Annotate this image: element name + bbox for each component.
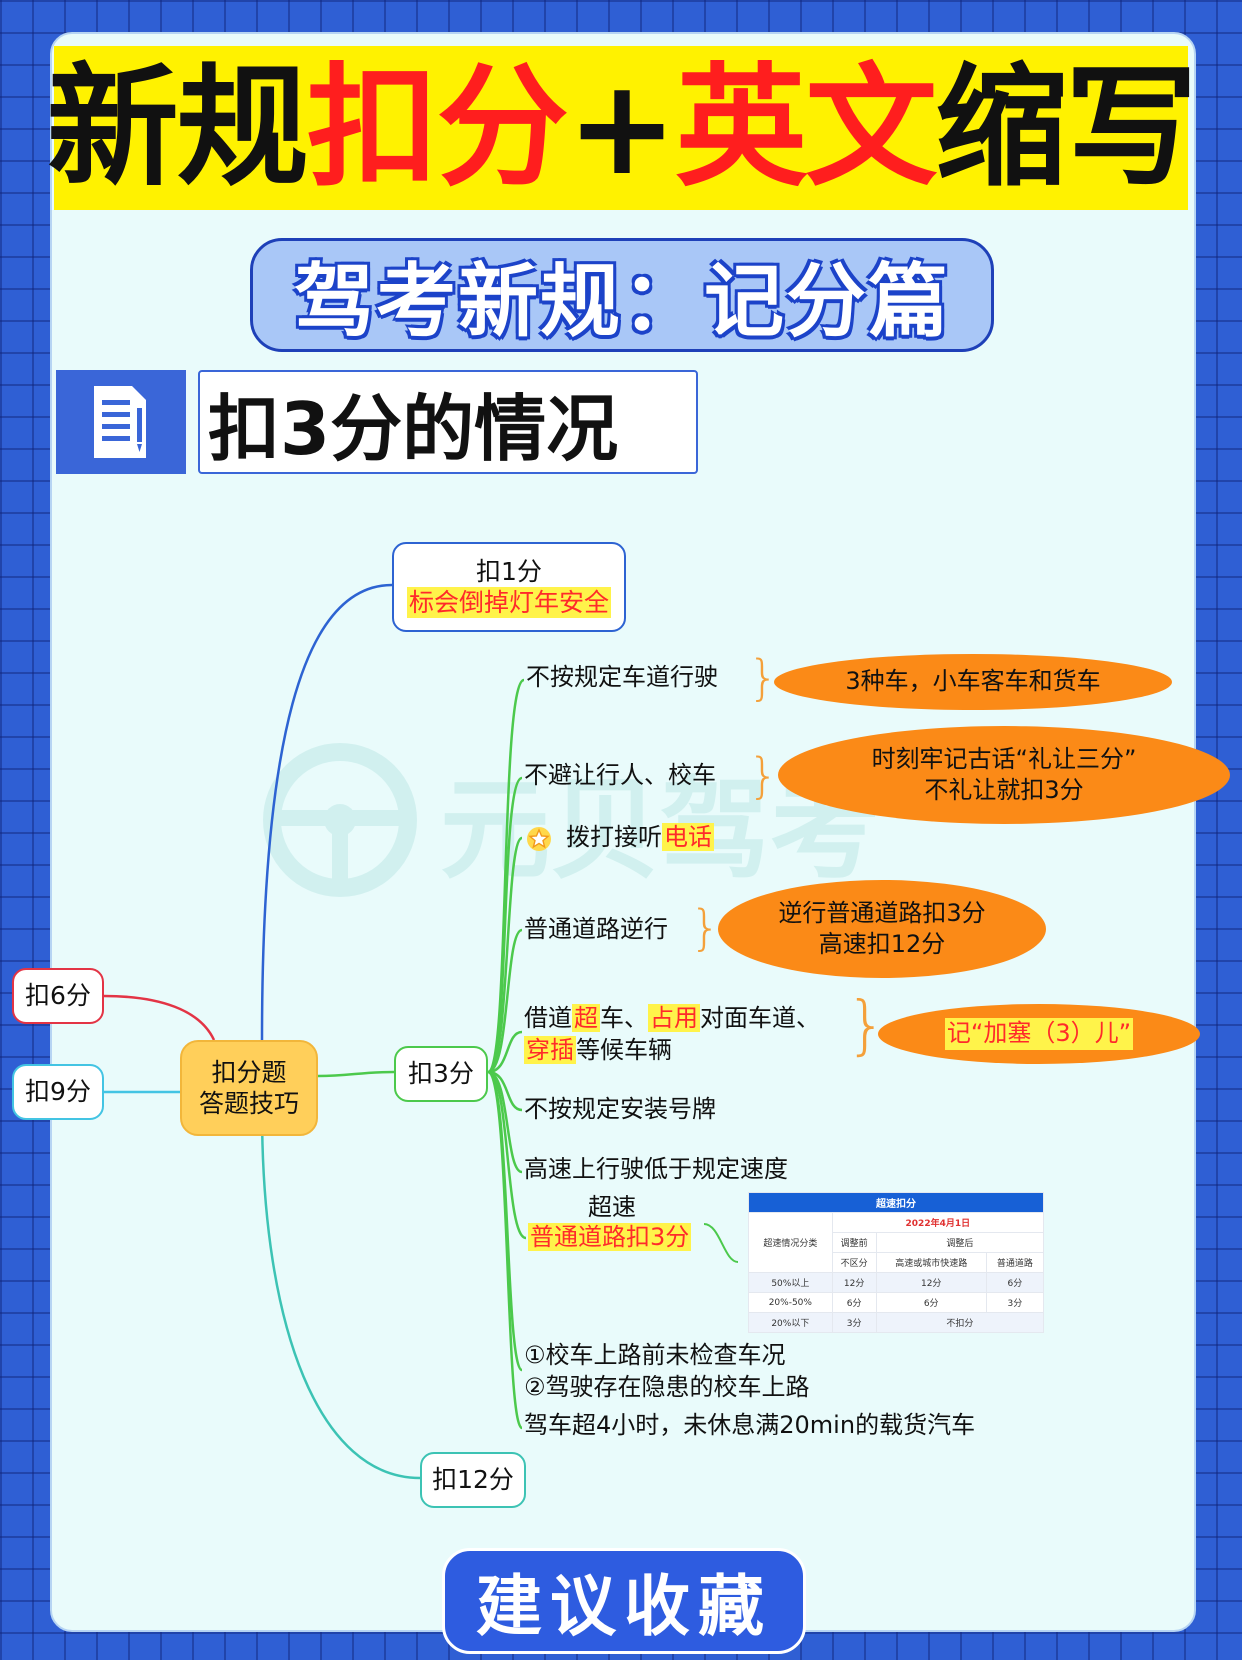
speed-table-cell: 3分 (831, 1312, 877, 1333)
item-lane: 不按规定车道行驶 (526, 663, 718, 691)
item-phone-highlight: 电话 (662, 823, 714, 851)
title-part-5: 缩写 (935, 51, 1197, 205)
speed-table-cell: 不扣分 (875, 1312, 1045, 1333)
item-yield: 不避让行人、校车 (524, 761, 716, 789)
table-row: 50%以上 12分 12分 6分 (748, 1272, 1045, 1293)
branch-phone (487, 836, 524, 1074)
speed-table-category: 超速情况分类 (748, 1212, 833, 1273)
item-speed-highlight-text: 普通道路扣3分 (528, 1223, 692, 1251)
section-icon-box (56, 370, 186, 474)
connector-speed-table (703, 1223, 739, 1263)
brace-reverse: } (690, 900, 721, 956)
note-yield-line1: 时刻牢记古话“礼让三分” (871, 744, 1137, 773)
note-reverse: 逆行普通道路扣3分 高速扣12分 (718, 880, 1046, 978)
node-deduct9-label: 扣9分 (25, 1077, 91, 1107)
speed-deduction-table: 超速扣分 超速情况分类 2022年4月1日 调整前 调整后 不区分 高速或城市快… (748, 1192, 1045, 1333)
item-reverse: 普通道路逆行 (524, 915, 668, 943)
speed-table-cell: 12分 (875, 1272, 987, 1293)
connector-deduct1 (260, 583, 393, 1041)
item-borrow-d: 占用 (648, 1004, 700, 1032)
title-part-4: 英文 (675, 51, 937, 205)
node-deduct6: 扣6分 (12, 968, 104, 1024)
item-borrow-e: 对面车道、 (700, 1004, 820, 1032)
connector-deduct3 (317, 1070, 395, 1078)
table-row: 20%-50% 6分 6分 3分 (748, 1292, 1045, 1313)
speed-table-range: 20%以下 (748, 1312, 833, 1333)
item-school-1: ①校车上路前未检查车况 (524, 1341, 786, 1369)
speed-table-range: 20%-50% (748, 1292, 833, 1313)
center-node-line1: 扣分题 (211, 1057, 287, 1087)
speed-table-ordinary: 普通道路 (985, 1252, 1045, 1273)
item-phone-prefix: 拨打接听 (566, 823, 662, 851)
note-borrow-text: 记“加塞（3）儿” (944, 1018, 1134, 1050)
node-deduct3-label: 扣3分 (408, 1059, 474, 1089)
node-deduct1: 扣1分 标会倒掉灯年安全 (392, 542, 626, 632)
item-borrow-b: 超 (572, 1004, 600, 1032)
title-part-1: 新规 (46, 51, 309, 205)
branch-fatigue (486, 1070, 524, 1430)
speed-table-after: 调整后 (875, 1232, 1045, 1253)
node-deduct1-label: 扣1分 (476, 556, 542, 586)
table-row: 20%以下 3分 不扣分 (748, 1312, 1045, 1333)
star-icon (527, 827, 551, 851)
note-reverse-line1: 逆行普通道路扣3分 (778, 898, 986, 927)
node-deduct12: 扣12分 (420, 1452, 526, 1508)
branch-speed (487, 1070, 527, 1240)
item-borrow-c: 车、 (600, 1004, 648, 1032)
connector-deduct12 (260, 1109, 421, 1480)
connector-deduct6 (103, 994, 216, 1041)
item-borrow: 借道超车、占用对面车道、 穿插等候车辆 (524, 1002, 820, 1067)
speed-table-cell: 6分 (831, 1292, 877, 1313)
section-title: 扣3分的情况 (198, 370, 698, 474)
speed-table-no-distinction: 不区分 (831, 1252, 877, 1273)
speed-table-cell: 6分 (875, 1292, 987, 1313)
speed-table-cell: 6分 (985, 1272, 1045, 1293)
branch-reverse (487, 928, 523, 1074)
note-borrow: 记“加塞（3）儿” (878, 1004, 1200, 1064)
note-yield-line2: 不礼让就扣3分 (924, 776, 1084, 804)
item-borrow-g: 等候车辆 (576, 1036, 672, 1065)
node-deduct3: 扣3分 (394, 1046, 488, 1102)
item-borrow-a: 借道 (524, 1004, 572, 1032)
document-list-icon (94, 386, 146, 458)
speed-table-highway: 高速或城市快速路 (875, 1252, 987, 1273)
item-plate: 不按规定安装号牌 (524, 1095, 716, 1123)
title-part-2: 扣分 (306, 51, 569, 205)
note-lane: 3种车，小车客车和货车 (774, 654, 1172, 710)
item-phone: 拨打接听电话 (566, 822, 714, 853)
center-node-line2: 答题技巧 (198, 1089, 299, 1118)
node-deduct9: 扣9分 (12, 1064, 104, 1120)
center-node: 扣分题 答题技巧 (180, 1040, 318, 1136)
item-school-2: ②驾驶存在隐患的校车上路 (524, 1373, 810, 1401)
brace-borrow: } (846, 989, 887, 1063)
note-yield: 时刻牢记古话“礼让三分” 不礼让就扣3分 (778, 726, 1230, 824)
item-speed-label: 超速 (588, 1193, 636, 1221)
speed-table-cell: 3分 (985, 1292, 1045, 1313)
title-banner: 新规 扣分 + 英文 缩写 (47, 46, 1197, 210)
item-speed-highlight: 普通道路扣3分 (528, 1222, 692, 1253)
item-fatigue: 驾车超4小时，未休息满20min的载货汽车 (524, 1411, 976, 1439)
brace-lane: } (748, 650, 779, 706)
speed-table-title: 超速扣分 (748, 1192, 1044, 1213)
speed-table-cell: 12分 (831, 1272, 877, 1293)
note-lane-text: 3种车，小车客车和货车 (845, 667, 1101, 696)
speed-table-range: 50%以上 (748, 1272, 833, 1293)
speed-table-before: 调整前 (831, 1232, 877, 1253)
brace-yield: } (748, 748, 779, 804)
branch-borrow (487, 1030, 523, 1074)
node-deduct1-mnemonic: 标会倒掉灯年安全 (406, 587, 611, 619)
node-deduct6-label: 扣6分 (25, 981, 91, 1011)
speed-table-date: 2022年4月1日 (831, 1212, 1045, 1233)
node-deduct12-label: 扣12分 (432, 1465, 514, 1495)
note-reverse-line2: 高速扣12分 (818, 930, 946, 958)
title-part-3: + (566, 51, 678, 205)
item-borrow-f: 穿插 (524, 1036, 576, 1065)
subtitle: 驾考新规：记分篇 (250, 238, 994, 352)
footer-save-button[interactable]: 建议收藏 (442, 1548, 806, 1654)
item-slow: 高速上行驶低于规定速度 (524, 1155, 788, 1183)
